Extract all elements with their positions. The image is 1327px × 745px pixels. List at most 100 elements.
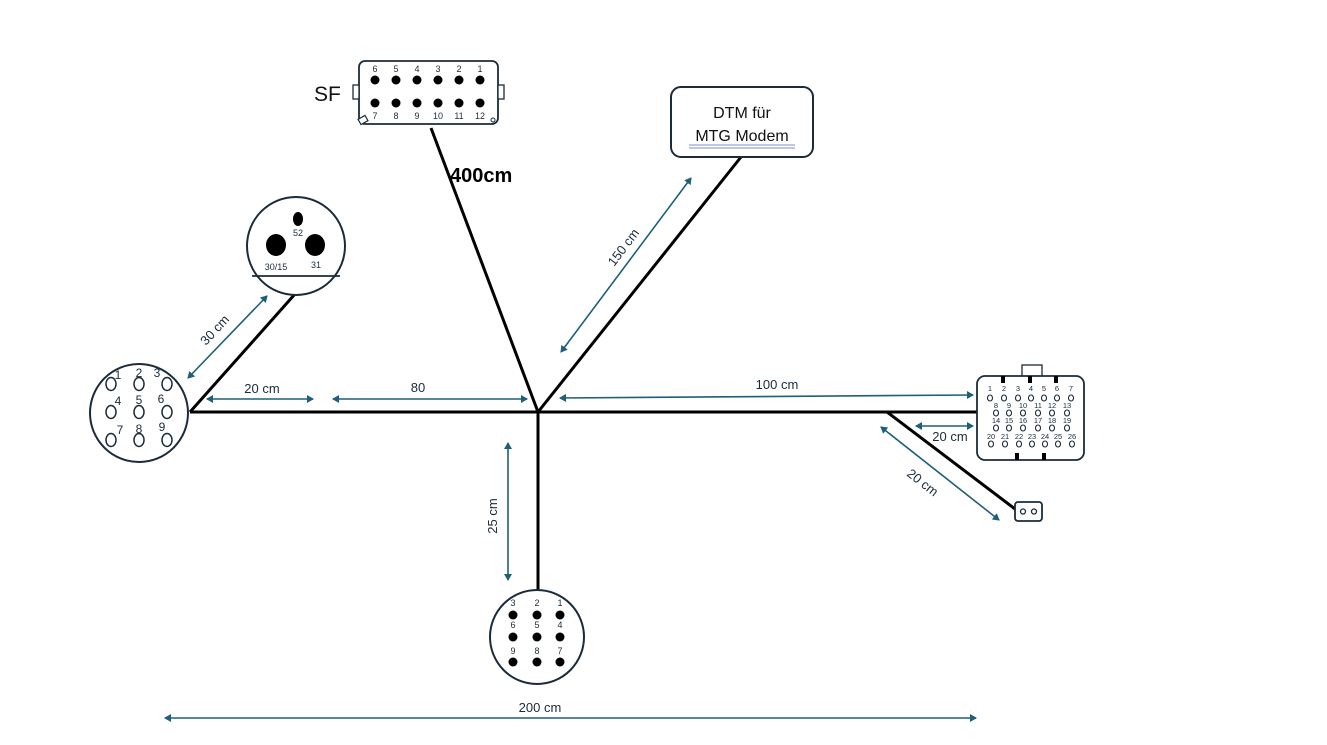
sf-pin-4 [412,75,422,85]
two-pin-pin-2 [1030,508,1038,515]
right-pin-label-11: 11 [1034,401,1042,410]
sf-pin-label-1: 1 [477,64,482,74]
left-round-pin-9 [161,432,173,448]
left-round-pin-label-6: 6 [158,392,165,406]
right-pin-label-9: 9 [1007,401,1011,410]
two-pin-housing [1014,501,1043,522]
sf-pin-6 [370,75,380,85]
right-pin-label-26: 26 [1068,432,1076,441]
right-key-top-3 [1054,376,1058,383]
dtm-label-line2: MTG Modem [695,128,788,145]
sf-pin-1 [475,75,485,85]
dimension-arrows [164,177,1000,722]
left-round-pin-label-5: 5 [136,393,143,407]
right-pin-23 [1028,440,1036,448]
label-400cm: 400cm [450,165,512,187]
right-key-top-2 [1028,376,1032,383]
right-pin-label-22: 22 [1015,432,1023,441]
right-pin-1 [986,394,994,402]
sf-latch-right [497,84,505,100]
right-pin-label-21: 21 [1001,432,1009,441]
right-pin-9 [1005,409,1013,417]
dtm-label-line1: DTM für [713,105,771,122]
left-round-pin-4 [105,404,117,420]
label-100cm: 100 cm [756,377,799,392]
right-pin-5 [1040,394,1048,402]
left-round-pin-3 [161,376,173,392]
power-pin-30-15 [266,234,286,256]
dim-arrow-20-diag [880,426,1000,521]
bottom-round-pin-9 [508,657,518,667]
left-round-pin-2 [133,376,145,392]
right-pin-6 [1053,394,1061,402]
left-round-pin-label-4: 4 [115,394,122,408]
power-pin-label-52: 52 [293,228,303,238]
sf-pin-10 [433,98,443,108]
dim-arrow-30 [187,295,268,379]
label-30cm: 30 cm [197,312,232,348]
sf-pin-label-12: 12 [475,111,485,121]
sf-pin-label-10: 10 [433,111,443,121]
left-round-pin-label-2: 2 [136,366,143,380]
two-pin-connector [1014,501,1043,522]
bottom-round-pin-label-2: 2 [534,598,539,608]
left-round-pin-1 [105,376,117,392]
bottom-round-pin-label-5: 5 [534,620,539,630]
bottom-round-pin-6 [508,632,518,642]
power-pin-label-30-15: 30/15 [265,262,288,272]
left-round-pin-7 [105,432,117,448]
right-key-bottom-2 [1042,453,1046,460]
sf-pin-label-11: 11 [454,111,463,121]
right-pin-21 [1001,440,1009,448]
left-round-pin-5 [133,404,145,420]
right-pin-12 [1048,409,1056,417]
label-80: 80 [411,380,425,395]
right-key-top-1 [1001,376,1005,383]
right-pin-13 [1063,409,1071,417]
bottom-round-pin-label-6: 6 [510,620,515,630]
sf-pin-label-7: 7 [372,111,377,121]
left-round-pin-8 [133,432,145,448]
right-pin-8 [992,409,1000,417]
right-pin-label-19: 19 [1063,416,1071,425]
bottom-round-pin-label-7: 7 [557,646,562,656]
dim-arrow-100 [559,391,974,402]
right-pin-14 [992,424,1000,432]
sf-pin-7 [370,98,380,108]
bottom-round-pin-3 [508,610,518,620]
sf-pin-2 [454,75,464,85]
bottom-round-pin-8 [532,657,542,667]
sf-branch-wire [429,127,540,413]
sf-pin-label-2: 2 [456,64,461,74]
left-round-pin-6 [161,404,173,420]
right-pin-label-2: 2 [1002,384,1006,393]
sf-pin-label-9: 9 [414,111,419,121]
sf-pin-12 [475,98,485,108]
label-150cm: 150 cm [605,226,643,269]
label-20cm-right: 20 cm [932,429,967,444]
left-round-pin-label-7: 7 [117,423,124,437]
sf-pin-label-8: 8 [393,111,398,121]
wires [188,127,1016,590]
right-pin-7 [1067,394,1075,402]
power-pin-label-31: 31 [311,260,321,270]
power-pin-52 [293,212,303,226]
bottom-round-pin-label-1: 1 [557,598,562,608]
bottom-round-pin-label-8: 8 [534,646,539,656]
right-pin-17 [1034,424,1042,432]
sf-latch-left [352,84,360,100]
two-pin-pin-1 [1019,508,1027,515]
right-pin-label-4: 4 [1029,384,1033,393]
label-20cm-left: 20 cm [244,381,279,396]
right-pin-22 [1015,440,1023,448]
right-pin-label-17: 17 [1034,416,1042,425]
right-pin-3 [1014,394,1022,402]
power-housing [246,196,346,296]
